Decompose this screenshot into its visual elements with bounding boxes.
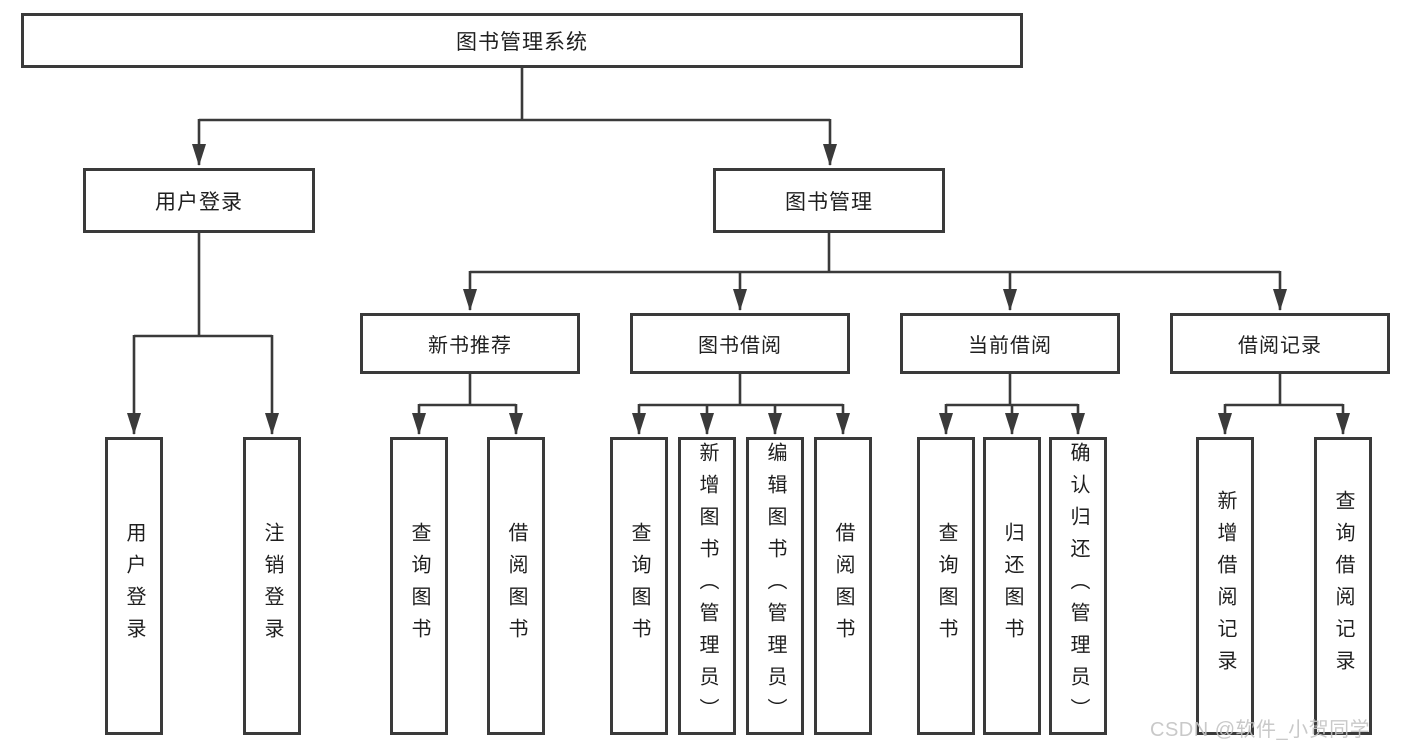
leaf-query-books-1: 查询图书 xyxy=(390,437,448,735)
leaf-edit-books-admin: 编辑图书（管理员） xyxy=(746,437,804,735)
node-book-borrow: 图书借阅 xyxy=(630,313,850,374)
leaf-query-books-2: 查询图书 xyxy=(610,437,668,735)
leaf-logout: 注销登录 xyxy=(243,437,301,735)
node-borrow-records: 借阅记录 xyxy=(1170,313,1390,374)
leaf-return-books: 归还图书 xyxy=(983,437,1041,735)
csdn-watermark: CSDN @软件_小贺同学 xyxy=(1150,719,1371,741)
leaf-add-books-admin: 新增图书（管理员） xyxy=(678,437,736,735)
leaf-confirm-return-admin: 确认归还（管理员） xyxy=(1049,437,1107,735)
leaf-borrow-books-2: 借阅图书 xyxy=(814,437,872,735)
leaf-add-borrow-record: 新增借阅记录 xyxy=(1196,437,1254,735)
leaf-user-login: 用户登录 xyxy=(105,437,163,735)
node-book-management: 图书管理 xyxy=(713,168,945,233)
node-new-book-recommend: 新书推荐 xyxy=(360,313,580,374)
leaf-query-books-3: 查询图书 xyxy=(917,437,975,735)
node-user-login: 用户登录 xyxy=(83,168,315,233)
leaf-borrow-books-1: 借阅图书 xyxy=(487,437,545,735)
node-current-borrow: 当前借阅 xyxy=(900,313,1120,374)
node-root-system: 图书管理系统 xyxy=(21,13,1023,68)
leaf-query-borrow-record: 查询借阅记录 xyxy=(1314,437,1372,735)
